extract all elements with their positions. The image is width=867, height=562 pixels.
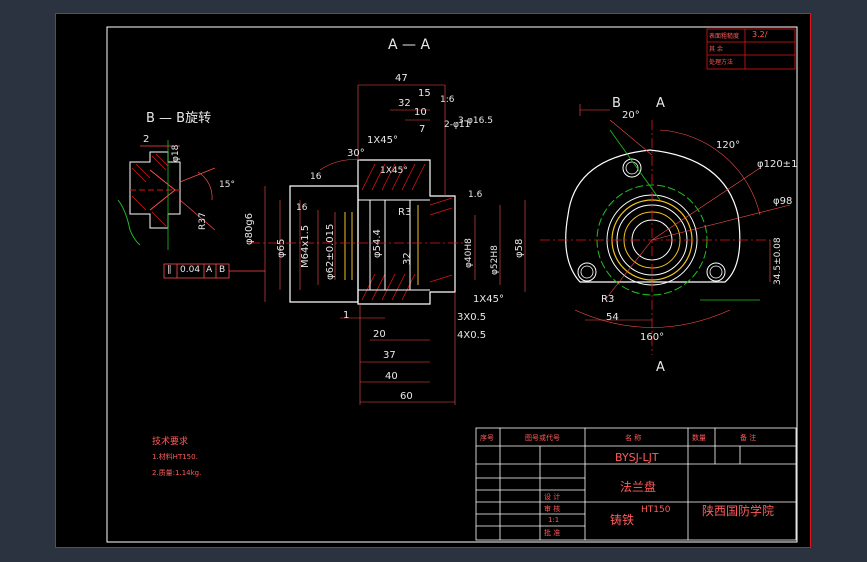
tb-header-qty: 数量: [692, 434, 706, 442]
dim-16: 16: [310, 172, 322, 182]
tb-row-review: 审 核: [544, 505, 561, 513]
dim-47: 47: [395, 73, 408, 84]
dim-116: 1:6: [440, 95, 455, 105]
dim-bb-r37: R37: [198, 212, 208, 230]
tb-scale: 1:1: [548, 516, 560, 524]
dim-4x05: 4X0.5: [457, 330, 487, 341]
view-bb: [117, 140, 216, 250]
dim-10: 10: [414, 107, 427, 118]
dim-phi120: φ120±1: [757, 159, 798, 170]
dim-1x45-c: 1X45°: [473, 294, 504, 305]
dim-r3-left: R3: [398, 207, 412, 218]
section-aa-title: A — A: [388, 37, 431, 53]
dim-32a: 32: [398, 98, 411, 109]
dim-1-6: 1.6: [468, 190, 483, 200]
tb-part-name: 法兰盘: [620, 480, 657, 494]
corner-r2: 其 余: [709, 46, 723, 53]
dim-bb-phi18: φ18: [171, 144, 181, 162]
dim-bb-15: 15°: [219, 180, 235, 190]
dim-15: 15: [418, 88, 431, 99]
tolerance-symbol: ∥: [167, 265, 172, 275]
tb-header-name: 名 称: [625, 434, 642, 442]
tb-row-approve: 批 准: [544, 529, 561, 537]
tolerance-ref-a: A: [206, 265, 213, 275]
tb-header-note: 备 注: [740, 434, 757, 442]
dim-160deg: 160°: [640, 332, 665, 343]
dim-40: 40: [385, 371, 398, 382]
dim-32b: 32: [402, 252, 413, 265]
dim-120deg: 120°: [716, 140, 741, 151]
dim-3phi165: 3-φ16.5: [458, 116, 493, 126]
dim-phi98: φ98: [773, 196, 793, 207]
dim-20deg: 20°: [622, 110, 640, 121]
tb-row-design: 设 计: [544, 493, 561, 501]
tb-header-seq: 序号: [480, 434, 494, 442]
view-arrow-a-top: A: [656, 96, 665, 111]
corner-table: [706, 28, 796, 70]
dim-m64: M64x1.5: [300, 224, 311, 268]
dim-37: 37: [383, 350, 396, 361]
tech-req-title: 技术要求: [152, 437, 189, 447]
view-aa: [163, 84, 526, 405]
tb-material: HT150: [641, 505, 671, 515]
view-end: [540, 104, 791, 355]
dim-phi58: φ58: [514, 238, 525, 258]
dim-phi62: φ62±0.015: [325, 223, 336, 280]
dim-7: 7: [419, 124, 426, 135]
title-block: [475, 427, 797, 541]
corner-r3: 处理方法: [709, 59, 734, 66]
tolerance-value: 0.04: [180, 265, 201, 275]
dim-2phi11: 2-φ11: [444, 120, 471, 130]
section-bb-title: B — B旋转: [146, 111, 212, 126]
inner-border: [106, 26, 798, 543]
tech-req-line1: 1.材料HT150.: [152, 453, 198, 461]
dim-60: 60: [400, 391, 413, 402]
dim-1x45-a: 1X45°: [367, 135, 398, 146]
tolerance-ref-b: B: [219, 265, 226, 275]
dim-r3-right: R3: [601, 294, 615, 305]
corner-sym: 3.2/: [752, 30, 768, 39]
drawing-frame: [55, 13, 811, 548]
dim-phi52: φ52H8: [490, 245, 500, 275]
dim-16b: 16: [296, 203, 308, 213]
dim-phi544: φ54.4: [372, 229, 383, 258]
dim-54: 54: [606, 312, 619, 323]
dim-1: 1: [343, 310, 350, 321]
dim-phi65: φ65: [276, 238, 287, 258]
dim-1x45-b: 1X45°: [380, 166, 408, 176]
tb-material-label: 铸铁: [610, 513, 635, 527]
tech-req-line2: 2.质量:1.14kg.: [152, 469, 202, 477]
dim-20: 20: [373, 329, 386, 340]
view-arrow-b: B: [612, 96, 621, 111]
corner-r1: 表面粗糙度: [709, 33, 740, 40]
dim-30: 30°: [347, 148, 365, 159]
tb-school: 陕西国防学院: [702, 504, 775, 518]
tolerance-frame: [163, 263, 265, 279]
dim-bb-2: 2: [143, 134, 150, 145]
dim-3x05: 3X0.5: [457, 312, 487, 323]
dim-345: 34.5±0.08: [773, 237, 783, 285]
view-arrow-a-bottom: A: [656, 360, 665, 375]
dim-phi80: φ80g6: [244, 212, 255, 245]
dim-phi40: φ40H8: [464, 238, 474, 268]
tb-header-code: 图号或代号: [525, 434, 560, 442]
tb-drawing-no: BYSJ-LJT: [615, 451, 659, 464]
